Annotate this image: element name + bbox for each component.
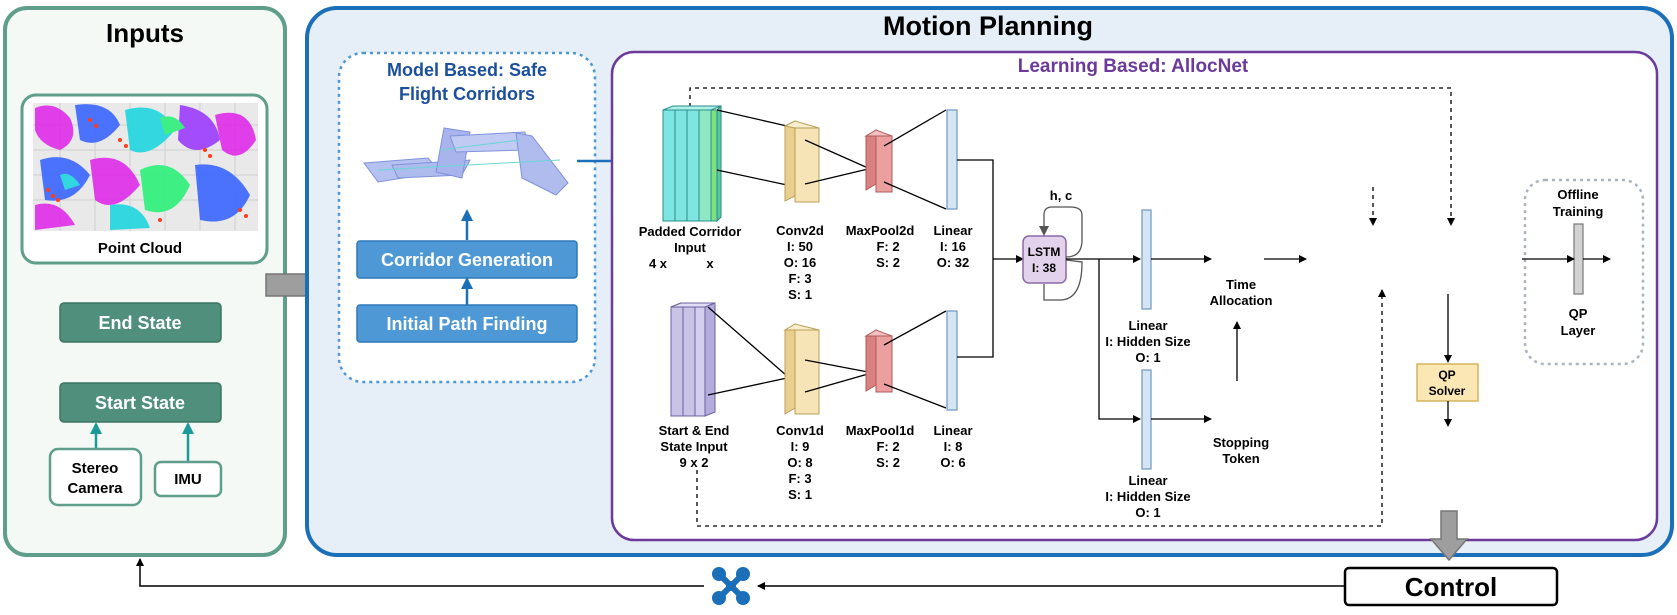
state-input-label-1: Start & End xyxy=(659,423,730,438)
conv2d-param-out: O: 16 xyxy=(784,255,817,270)
time-allocation-label-2: Allocation xyxy=(1210,293,1273,308)
lstm-recurrent-loop xyxy=(1039,206,1083,258)
linear-stop-param-in: I: Hidden Size xyxy=(1105,489,1190,504)
learning-based-panel: Learning Based: AllocNet xyxy=(610,50,1659,542)
linear-stop-name: Linear xyxy=(1128,473,1167,488)
svg-text:Stereo: Stereo xyxy=(72,460,119,477)
conv1d-param-in: I: 9 xyxy=(791,439,810,454)
dashed-feedback-bottom xyxy=(696,289,1386,527)
conv2d-param-stride: S: 1 xyxy=(788,287,812,302)
svg-text:Initial Path Finding: Initial Path Finding xyxy=(387,314,548,334)
svg-text:End State: End State xyxy=(98,313,181,333)
initial-path-finding-box: Initial Path Finding xyxy=(356,304,578,343)
linear-bottom-param-in: I: 8 xyxy=(944,439,963,454)
state-input-label-3: 9 x 2 xyxy=(680,455,709,470)
conv1d-name: Conv1d xyxy=(776,423,824,438)
svg-text:Camera: Camera xyxy=(67,480,123,497)
qp-layer-label-1: QP xyxy=(1569,306,1588,321)
inputs-panel: Inputs xyxy=(3,6,287,557)
svg-text:Start State: Start State xyxy=(95,393,185,413)
padded-corridor-dim-right: x xyxy=(706,256,714,271)
maxpool1d-param-stride: S: 2 xyxy=(876,455,900,470)
inputs-title: Inputs xyxy=(106,18,184,48)
linear-bottom-param-out: O: 6 xyxy=(940,455,965,470)
padded-corridor-block xyxy=(662,104,722,223)
control-feedback-arrow xyxy=(136,558,704,587)
conv2d-param-filter: F: 3 xyxy=(788,271,811,286)
conv1d-param-out: O: 8 xyxy=(787,455,812,470)
linear-top-param-in: I: 16 xyxy=(940,239,966,254)
linear-time-name: Linear xyxy=(1128,318,1167,333)
time-allocation-label-1: Time xyxy=(1226,277,1256,292)
linear-top-block xyxy=(946,109,958,210)
offline-training-label-2: Training xyxy=(1553,204,1604,219)
conv1d-block xyxy=(783,323,820,415)
padded-corridor-label-2: Input xyxy=(674,240,706,255)
qp-solver-label-2: Solver xyxy=(1429,384,1466,398)
start-state-box: Start State xyxy=(59,382,222,423)
stopping-token-label-1: Stopping xyxy=(1213,435,1269,450)
conv1d-param-filter: F: 3 xyxy=(788,471,811,486)
planning-to-control-arrow xyxy=(1429,510,1469,562)
maxpool2d-name: MaxPool2d xyxy=(846,223,915,238)
corridor-generation-box: Corridor Generation xyxy=(356,240,578,279)
qp-layer-label-2: Layer xyxy=(1561,323,1596,338)
offline-training-label-1: Offline xyxy=(1557,187,1598,202)
model-based-title-line2: Flight Corridors xyxy=(399,84,535,104)
control-box: Control xyxy=(1343,566,1559,607)
qp-solver-box: QP Solver xyxy=(1416,363,1479,402)
conv2d-name: Conv2d xyxy=(776,223,824,238)
lstm-label: LSTM xyxy=(1028,245,1061,259)
conv1d-param-stride: S: 1 xyxy=(788,487,812,502)
linear-stop-param-out: O: 1 xyxy=(1135,505,1160,520)
padded-corridor-label-1: Padded Corridor xyxy=(639,224,742,239)
lstm-block: LSTM I: 38 xyxy=(1022,235,1067,284)
linear-top-name: Linear xyxy=(933,223,972,238)
imu-box: IMU xyxy=(153,460,223,498)
qp-solver-label-1: QP xyxy=(1438,368,1455,382)
padded-corridor-dim-left: 4 x xyxy=(649,256,668,271)
stereo-camera-box: Stereo Camera xyxy=(48,447,143,507)
maxpool2d-block xyxy=(864,129,893,193)
svg-text:IMU: IMU xyxy=(174,471,202,488)
model-based-panel: Model Based: Safe Flight Corridors Corri… xyxy=(337,51,597,384)
conv2d-param-in: I: 50 xyxy=(787,239,813,254)
maxpool1d-name: MaxPool1d xyxy=(846,423,915,438)
corridor-3d-illustration xyxy=(363,127,569,196)
maxpool2d-param-filter: F: 2 xyxy=(876,239,899,254)
conv2d-block xyxy=(783,120,820,203)
control-label: Control xyxy=(1405,572,1497,602)
linear-time-param-out: O: 1 xyxy=(1135,350,1160,365)
maxpool2d-param-stride: S: 2 xyxy=(876,255,900,270)
end-state-box: End State xyxy=(59,302,222,343)
maxpool1d-param-filter: F: 2 xyxy=(876,439,899,454)
linear-stop-block xyxy=(1141,369,1152,470)
state-input-block xyxy=(670,302,716,417)
svg-text:Corridor Generation: Corridor Generation xyxy=(381,250,553,270)
linear-bottom-name: Linear xyxy=(933,423,972,438)
maxpool1d-block xyxy=(864,329,893,393)
state-input-label-2: State Input xyxy=(660,439,728,454)
model-based-title-line1: Model Based: Safe xyxy=(387,60,547,80)
dashed-feedback-top xyxy=(689,87,1455,226)
stopping-token-label-2: Token xyxy=(1222,451,1259,466)
linear-time-param-in: I: Hidden Size xyxy=(1105,334,1190,349)
linear-bottom-block xyxy=(946,310,958,411)
qp-layer-block xyxy=(1573,223,1584,295)
point-cloud-label: Point Cloud xyxy=(98,240,182,257)
lstm-input-size: I: 38 xyxy=(1032,261,1056,275)
motion-planning-title: Motion Planning xyxy=(883,11,1093,41)
offline-training-panel: Offline Training QP Layer xyxy=(1522,178,1645,366)
lstm-hidden-state-label: h, c xyxy=(1050,188,1072,203)
drone-icon xyxy=(712,567,750,605)
linear-time-block xyxy=(1141,209,1152,310)
learning-based-title: Learning Based: AllocNet xyxy=(1018,56,1249,77)
point-cloud-panel: Point Cloud xyxy=(20,93,269,265)
linear-top-param-out: O: 32 xyxy=(937,255,970,270)
